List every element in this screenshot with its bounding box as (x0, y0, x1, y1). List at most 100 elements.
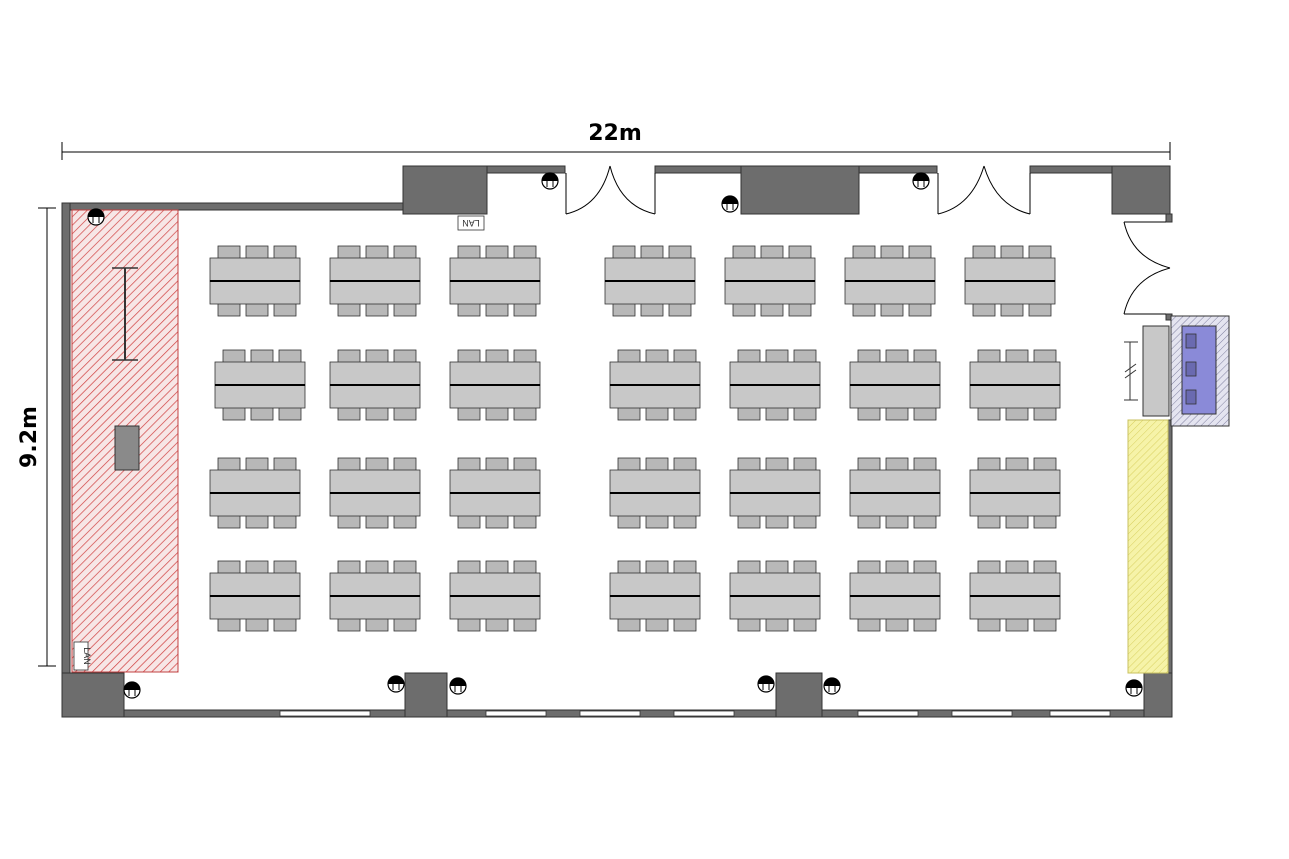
table-group (329, 560, 421, 632)
table-group (969, 349, 1061, 421)
lan-outlet-top-label: LAN (462, 218, 480, 228)
table (329, 595, 421, 620)
table-group (609, 560, 701, 632)
doors (565, 165, 1171, 315)
table (969, 384, 1061, 409)
table (849, 595, 941, 620)
table-group (449, 349, 541, 421)
table (844, 280, 936, 305)
table (729, 492, 821, 517)
table (449, 257, 541, 282)
table-group (729, 457, 821, 529)
table-group (844, 245, 936, 317)
table-group (724, 245, 816, 317)
table-group (849, 349, 941, 421)
table-group (604, 245, 696, 317)
power-outlet-icon (757, 675, 775, 693)
door-right (1123, 221, 1171, 315)
table (214, 361, 306, 386)
table-group (729, 349, 821, 421)
lan-outlet-left: LAN (73, 641, 92, 671)
table (604, 280, 696, 305)
power-outlet-icon (387, 675, 405, 693)
table (209, 595, 301, 620)
door-top-2 (937, 165, 1031, 215)
power-outlet-icon (721, 195, 739, 213)
table-group (214, 349, 306, 421)
table (729, 595, 821, 620)
power-outlet-icon (87, 208, 105, 226)
lectern (114, 425, 140, 471)
table-group (209, 560, 301, 632)
windows (279, 710, 1111, 717)
table (729, 572, 821, 597)
tables-layer (209, 245, 1061, 632)
power-outlet-icon (449, 677, 467, 695)
table (609, 361, 701, 386)
table (209, 280, 301, 305)
table (609, 595, 701, 620)
table (449, 469, 541, 494)
table (609, 572, 701, 597)
table (969, 572, 1061, 597)
table (729, 361, 821, 386)
table-group (609, 349, 701, 421)
table (209, 572, 301, 597)
table (209, 492, 301, 517)
table-group (964, 245, 1056, 317)
table-group (849, 560, 941, 632)
power-outlet-icon (123, 681, 141, 699)
podium-stand (112, 267, 138, 361)
table (329, 257, 421, 282)
lan-outlet-top: LAN (457, 215, 485, 231)
table-group (329, 457, 421, 529)
table (209, 257, 301, 282)
table (969, 595, 1061, 620)
table (329, 572, 421, 597)
power-outlet-icon (912, 172, 930, 190)
table (964, 257, 1056, 282)
table (329, 361, 421, 386)
table (849, 572, 941, 597)
table (849, 469, 941, 494)
table-group (449, 245, 541, 317)
table-group (449, 457, 541, 529)
table (849, 492, 941, 517)
table (729, 469, 821, 494)
table (329, 469, 421, 494)
table (964, 280, 1056, 305)
height-label: 9.2m (17, 406, 42, 468)
table (604, 257, 696, 282)
equipment-cabinet (1124, 315, 1230, 427)
table (449, 361, 541, 386)
door-top-1 (565, 165, 656, 215)
power-outlet-icon (541, 172, 559, 190)
table (449, 492, 541, 517)
height-dimension: 9.2m (17, 207, 56, 667)
table (724, 280, 816, 305)
table (329, 384, 421, 409)
table (449, 595, 541, 620)
table-group (849, 457, 941, 529)
table (609, 492, 701, 517)
power-outlet-icon (1125, 679, 1143, 697)
table (969, 361, 1061, 386)
table-group (729, 560, 821, 632)
table (844, 257, 936, 282)
table-group (609, 457, 701, 529)
table (449, 572, 541, 597)
table (449, 280, 541, 305)
table-group (209, 245, 301, 317)
lan-outlet-left-label: LAN (82, 647, 92, 665)
table-group (329, 245, 421, 317)
power-outlet-icon (823, 677, 841, 695)
table (449, 384, 541, 409)
table (724, 257, 816, 282)
table-group (969, 457, 1061, 529)
width-label: 22m (588, 121, 642, 146)
table (329, 280, 421, 305)
table (214, 384, 306, 409)
table (209, 469, 301, 494)
table-group (329, 349, 421, 421)
